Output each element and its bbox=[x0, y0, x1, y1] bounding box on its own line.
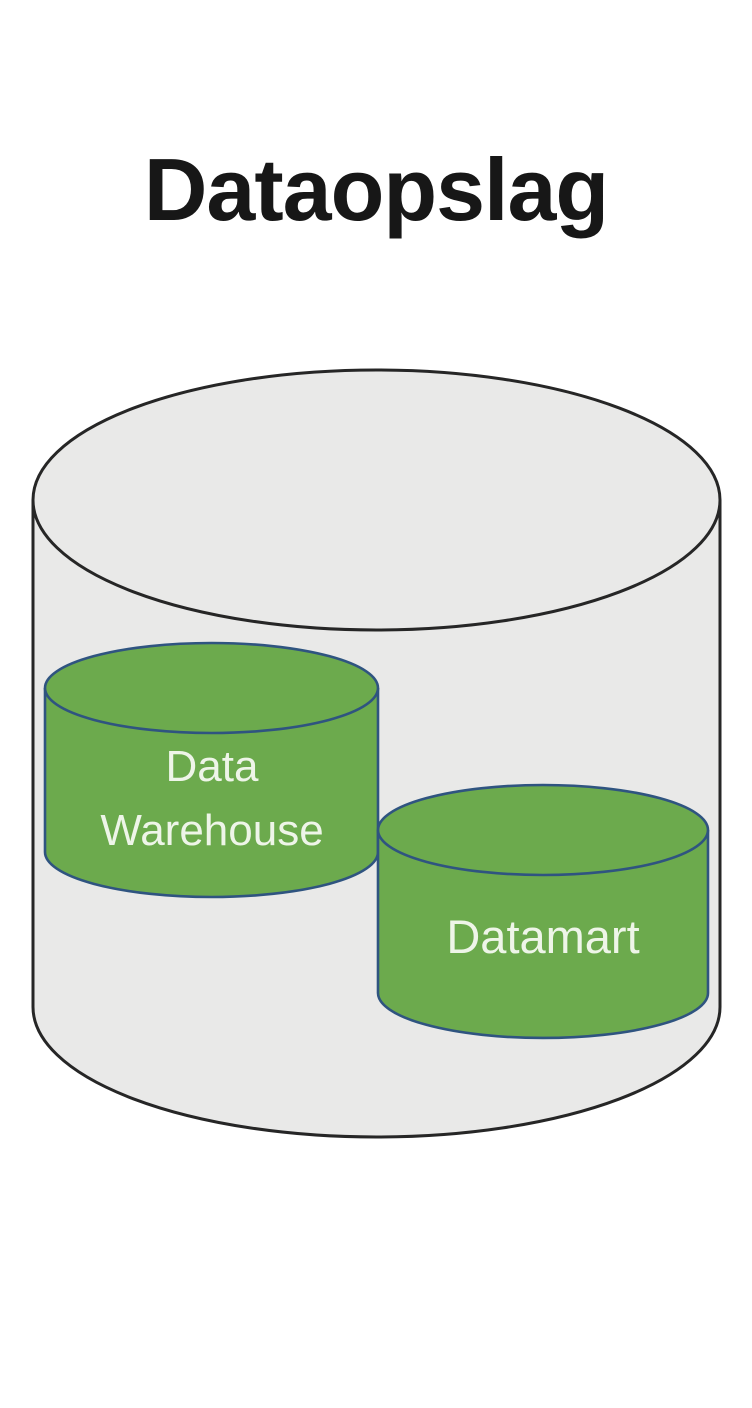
data-warehouse-cylinder-top bbox=[43, 641, 380, 735]
datamart-label: Datamart bbox=[446, 910, 639, 963]
data-warehouse-label-line2: Warehouse bbox=[100, 806, 323, 855]
datamart-cylinder: Datamart bbox=[376, 783, 710, 1040]
data-warehouse-cylinder: Data Warehouse bbox=[43, 641, 380, 899]
storage-cylinder-top bbox=[31, 368, 722, 632]
data-warehouse-label-line1: Data bbox=[166, 742, 259, 791]
data-warehouse-cylinder-body bbox=[43, 688, 380, 899]
page-title: Dataopslag bbox=[143, 140, 609, 239]
datamart-cylinder-body bbox=[376, 830, 710, 1040]
datamart-cylinder-top bbox=[376, 783, 710, 877]
